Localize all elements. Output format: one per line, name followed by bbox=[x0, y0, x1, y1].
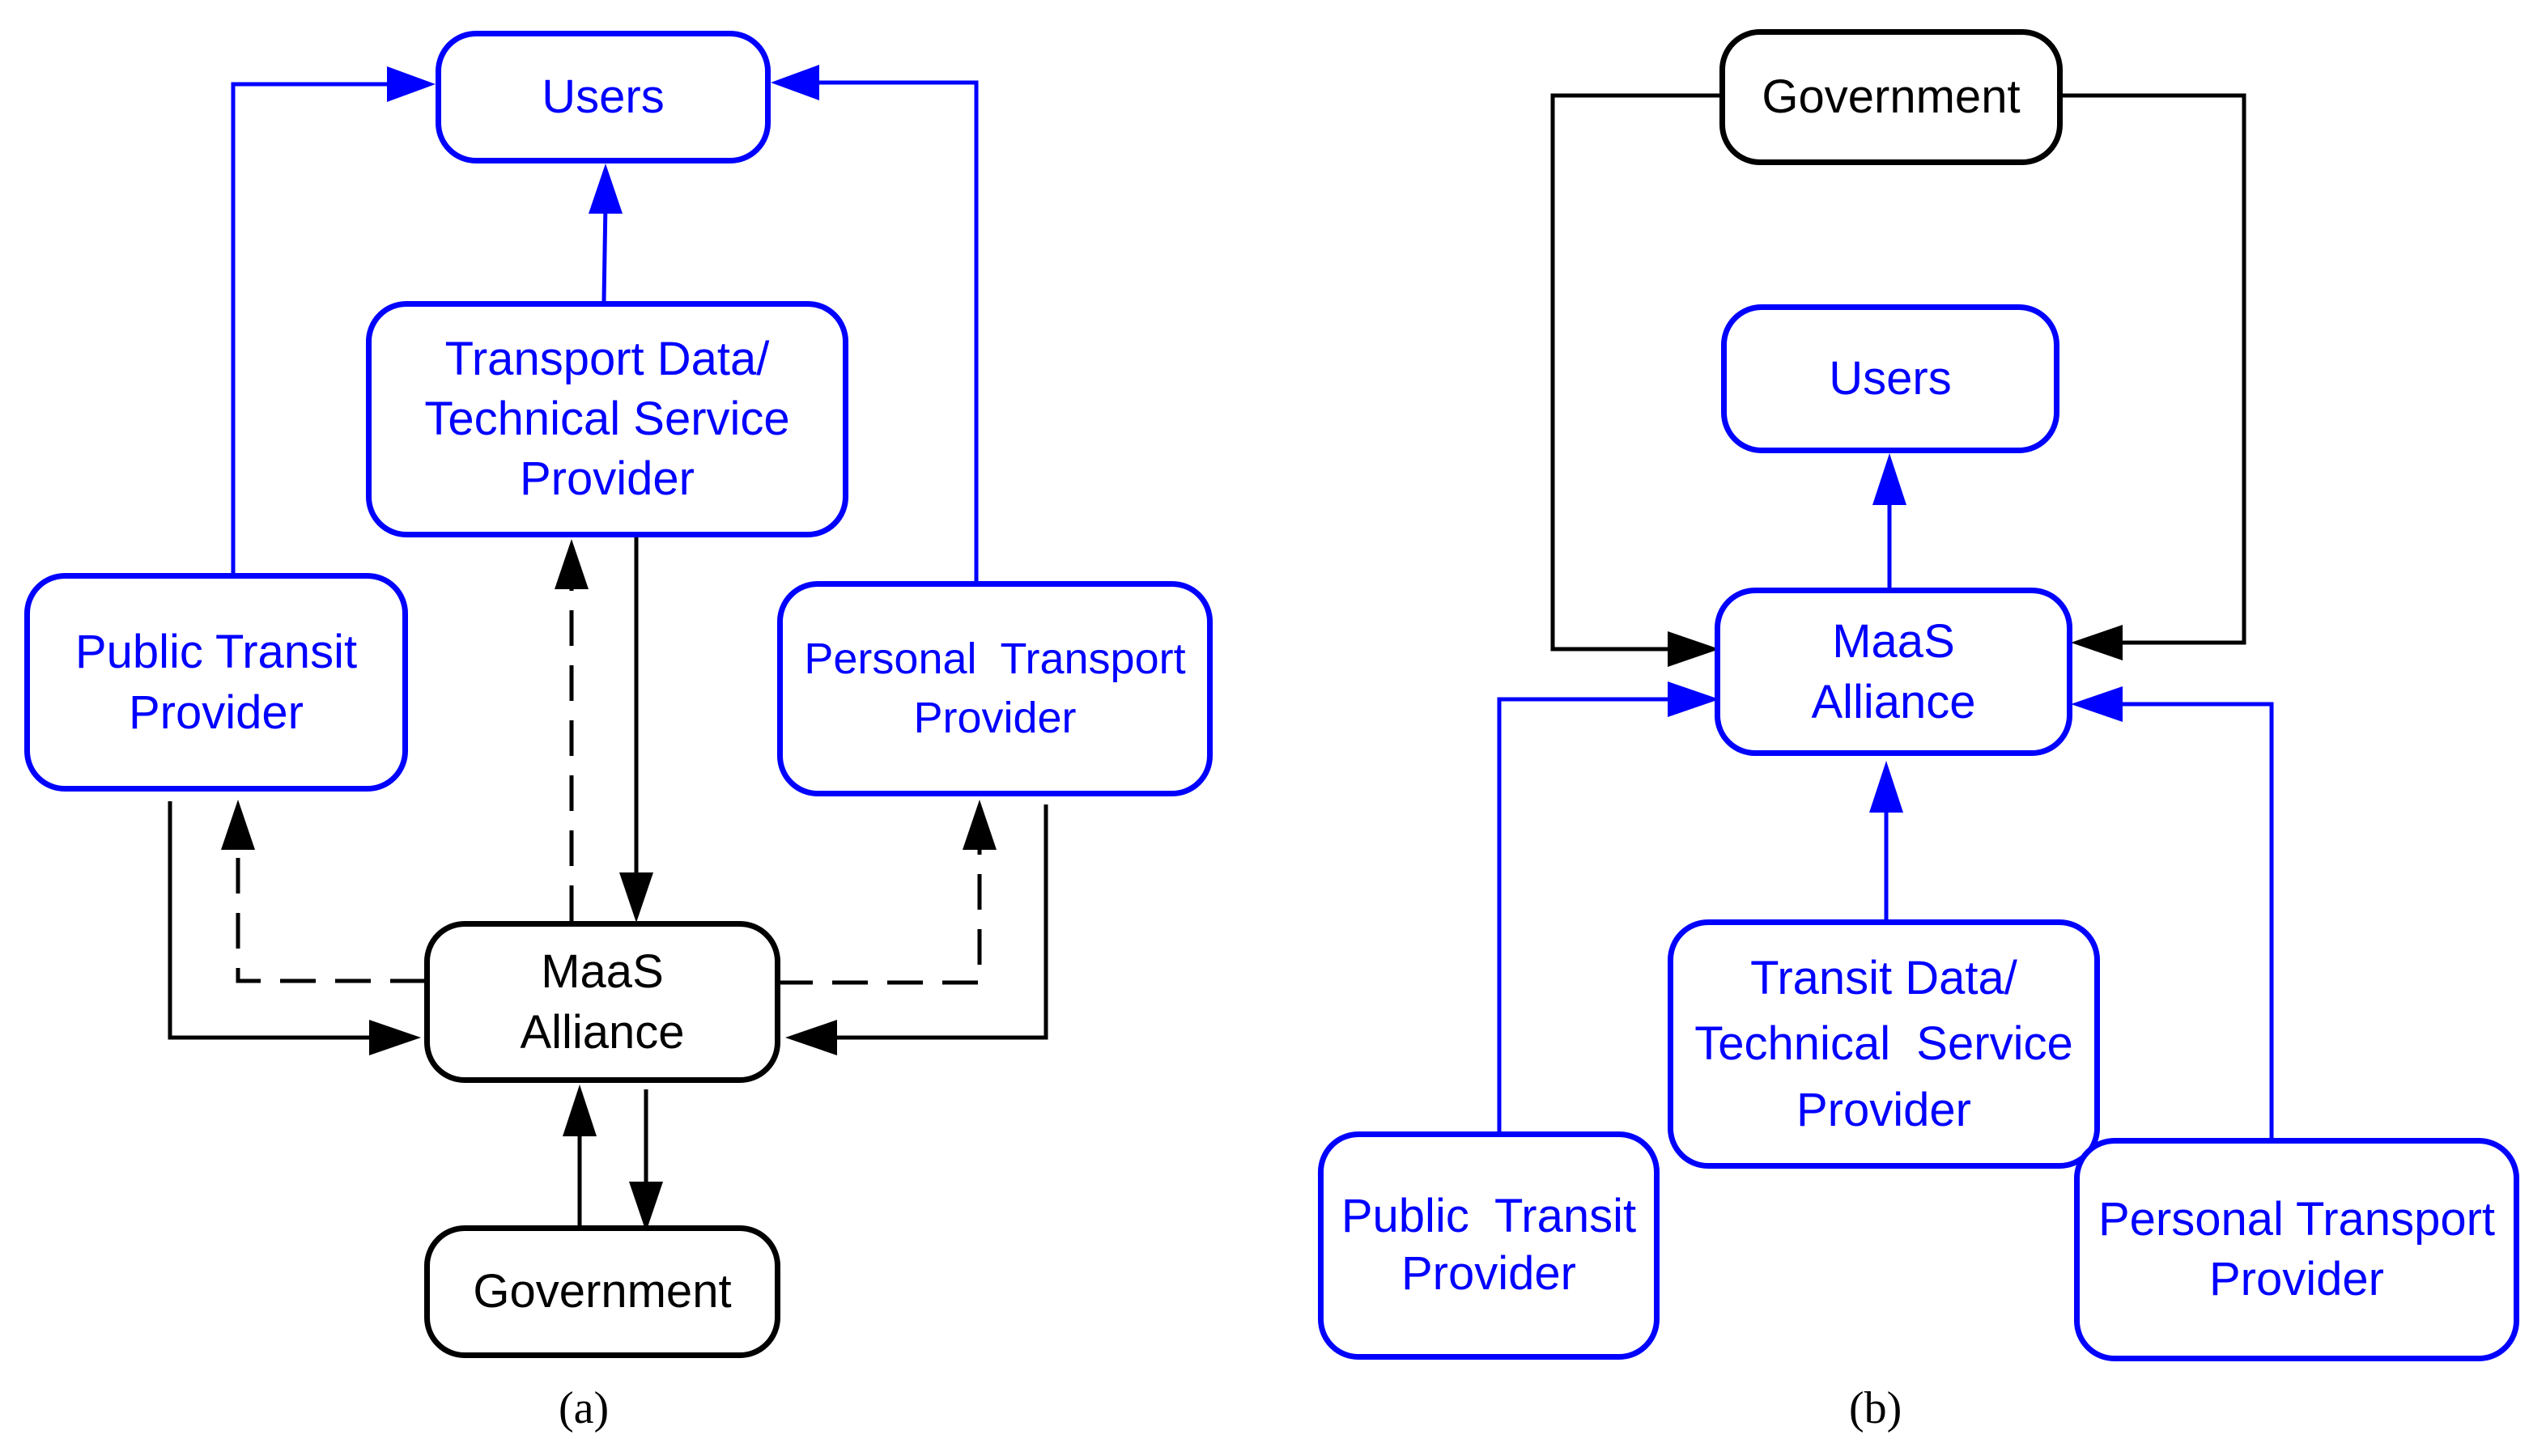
node-b-personal-transport-provider-label: Personal Transport Provider bbox=[2098, 1192, 2496, 1305]
caption-a: (a) bbox=[559, 1383, 610, 1433]
node-a-government: Government bbox=[424, 1225, 780, 1358]
node-b-maas-alliance: MaaS Alliance bbox=[1715, 588, 2072, 756]
edge-b-government-to-maas-left bbox=[1550, 93, 1729, 667]
node-b-transit-data-provider-label: Transit Data/ Technical Service Provider bbox=[1694, 952, 2073, 1136]
node-a-public-transit-provider: Public Transit Provider bbox=[24, 573, 408, 792]
node-a-users: Users bbox=[436, 31, 771, 163]
edge-b-government-to-maas-right bbox=[2061, 93, 2246, 660]
edge-b-maas-to-users bbox=[1872, 453, 1906, 588]
edge-a-public-to-maas bbox=[168, 801, 421, 1055]
edge-a-personal-to-maas bbox=[785, 804, 1048, 1055]
node-a-maas-alliance: MaaS Alliance bbox=[424, 921, 780, 1083]
node-b-government: Government bbox=[1719, 29, 2063, 165]
node-a-personal-transport-provider-label: Personal Transport Provider bbox=[804, 634, 1186, 742]
edge-a-maas-to-public-dashed bbox=[221, 800, 426, 983]
edge-a-maas-to-government bbox=[629, 1089, 663, 1232]
node-b-public-transit-provider-label: Public Transit Provider bbox=[1341, 1190, 1637, 1300]
node-b-users-label: Users bbox=[1829, 351, 1952, 405]
node-a-personal-transport-provider: Personal Transport Provider bbox=[777, 581, 1213, 796]
node-a-public-transit-provider-label: Public Transit Provider bbox=[74, 625, 358, 739]
edge-a-personal-to-users bbox=[771, 65, 979, 581]
edge-a-maas-to-personal-dashed bbox=[777, 800, 997, 985]
edge-a-tds-to-maas bbox=[619, 537, 653, 923]
node-a-transport-data-provider: Transport Data/ Technical Service Provid… bbox=[366, 301, 848, 537]
edge-a-maas-to-tds-dashed bbox=[555, 539, 589, 921]
node-b-government-label: Government bbox=[1762, 70, 2021, 123]
node-b-public-transit-provider: Public Transit Provider bbox=[1318, 1131, 1660, 1360]
node-a-transport-data-provider-label: Transport Data/ Technical Service Provid… bbox=[424, 332, 790, 506]
edge-b-transit-data-to-maas bbox=[1869, 761, 1903, 919]
edge-a-tds-to-users bbox=[589, 163, 623, 302]
caption-b: (b) bbox=[1849, 1383, 1902, 1433]
node-b-personal-transport-provider: Personal Transport Provider bbox=[2074, 1138, 2519, 1361]
edge-a-public-to-users bbox=[231, 66, 436, 573]
node-b-users: Users bbox=[1721, 304, 2059, 453]
edge-b-public-to-maas bbox=[1497, 681, 1719, 1133]
diagram-b-connectors bbox=[1497, 93, 2274, 1140]
node-a-maas-alliance-label: MaaS Alliance bbox=[520, 944, 685, 1059]
node-a-users-label: Users bbox=[542, 70, 665, 123]
node-b-transit-data-provider: Transit Data/ Technical Service Provider bbox=[1668, 919, 2100, 1169]
node-a-government-label: Government bbox=[473, 1264, 732, 1318]
diagram-a-connectors bbox=[168, 65, 1048, 1232]
node-b-maas-alliance-label: MaaS Alliance bbox=[1811, 614, 1976, 728]
edge-a-government-to-maas bbox=[563, 1085, 597, 1227]
edge-b-personal-to-maas bbox=[2071, 686, 2274, 1140]
